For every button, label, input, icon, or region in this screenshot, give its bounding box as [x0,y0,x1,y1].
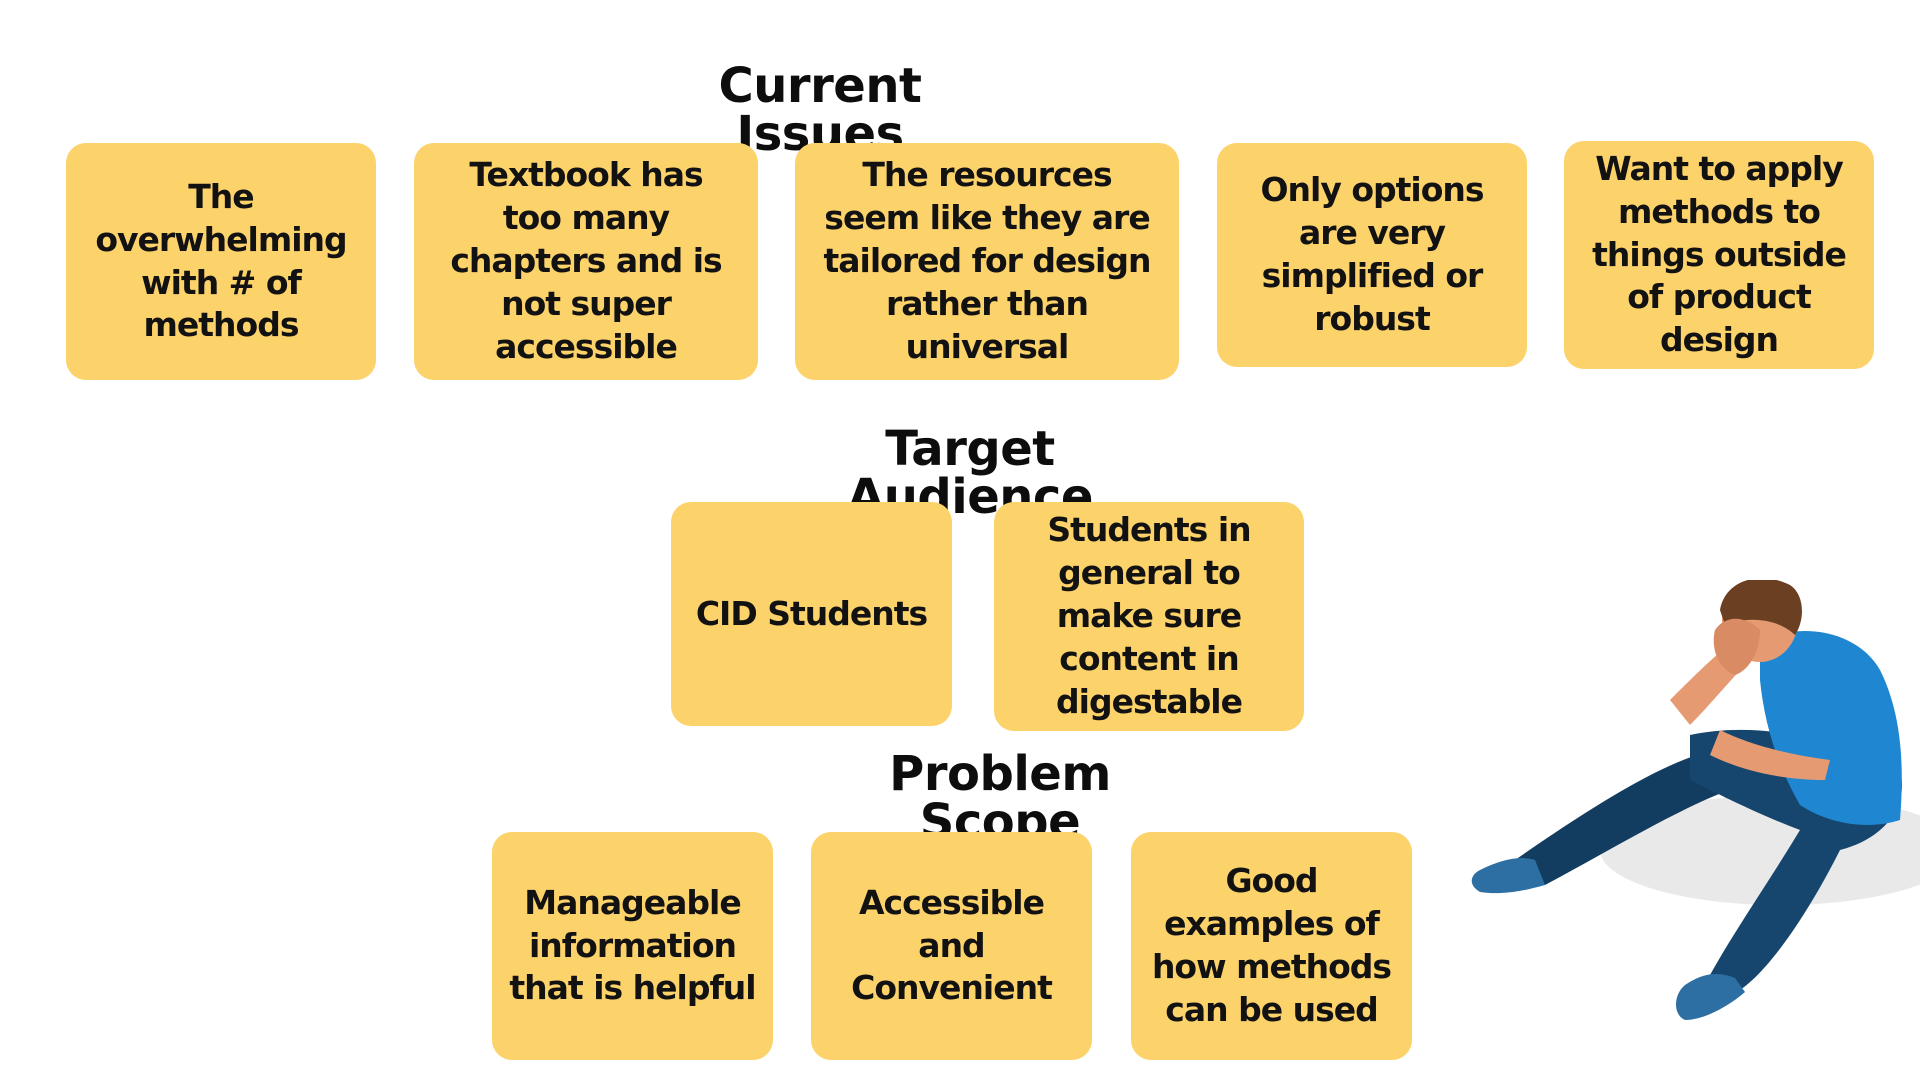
scope-card-1: Manageable information that is helpful [492,832,773,1060]
scope-card-3-text: Good examples of how methods can be used [1151,861,1392,1029]
hands [1713,618,1760,675]
distressed-person-sitting-icon [1471,580,1920,1020]
issue-card-5-text: Want to apply methods to things outside … [1592,148,1847,360]
left-shoe [1471,858,1545,894]
issue-card-3-text: The resources seem like they are tailore… [823,155,1152,366]
audience-card-1-text: CID Students [695,593,928,633]
right-forearm [1710,730,1830,780]
right-shoe [1676,974,1745,1020]
issue-card-3: The resources seem like they are tailore… [795,143,1179,380]
issue-card-2: Textbook has too many chapters and is no… [414,143,758,380]
issue-card-1-text: The overwhelming with # of methods [95,176,347,345]
issue-card-4-text: Only options are very simplified or robu… [1260,170,1484,338]
hair [1720,580,1802,635]
problem-scope-heading: Problem Scope [889,746,1111,850]
audience-card-2-text: Students in general to make sure content… [1047,510,1251,721]
issue-card-2-text: Textbook has too many chapters and is no… [450,155,722,366]
current-issues-heading: Current Issues [718,58,922,162]
scope-card-2: Accessible and Convenient [811,832,1092,1060]
issue-card-1: The overwhelming with # of methods [66,143,376,380]
issue-card-4: Only options are very simplified or robu… [1217,143,1527,367]
scope-card-3: Good examples of how methods can be used [1131,832,1412,1060]
scope-card-1-text: Manageable information that is helpful [509,882,756,1008]
scope-card-2-text: Accessible and Convenient [851,882,1053,1008]
issue-card-5: Want to apply methods to things outside … [1564,141,1874,369]
audience-card-2: Students in general to make sure content… [994,502,1304,731]
audience-card-1: CID Students [671,502,952,726]
